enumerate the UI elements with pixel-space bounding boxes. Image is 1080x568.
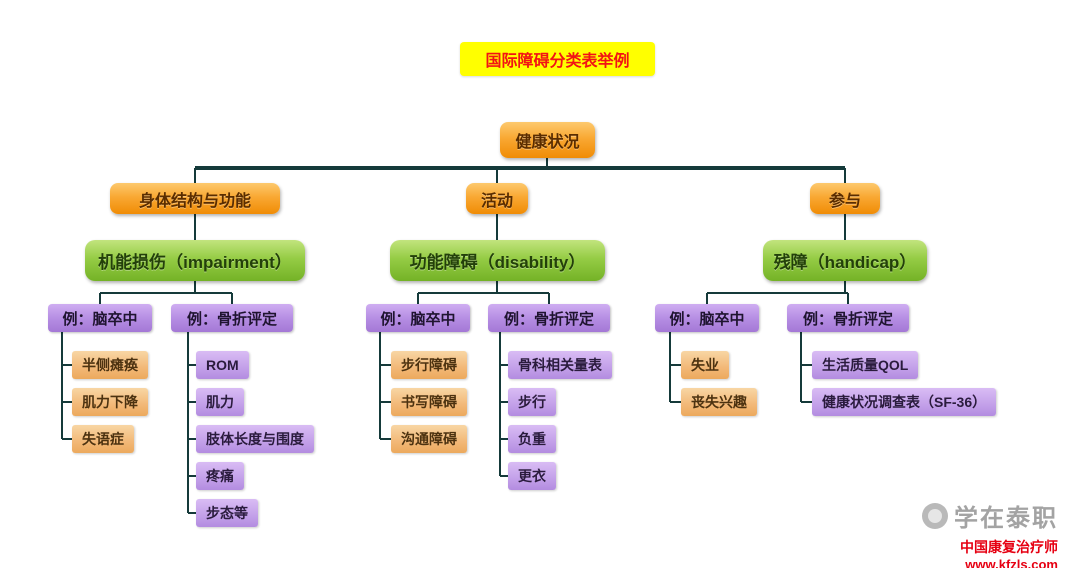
node-participation: 参与	[810, 183, 880, 214]
leaf-item: 疼痛	[196, 462, 244, 490]
node-disability: 功能障碍（disability）	[390, 240, 605, 281]
example-fracture-1: 例：骨折评定	[171, 304, 293, 332]
example-stroke-2: 例：脑卒中	[366, 304, 470, 332]
leaf-item: 丧失兴趣	[681, 388, 757, 416]
leaf-item: 肌力下降	[72, 388, 148, 416]
site-logo-icon	[922, 502, 948, 529]
leaf-item: 肢体长度与围度	[196, 425, 314, 453]
node-impairment: 机能损伤（impairment）	[85, 240, 305, 281]
leaf-item: 沟通障碍	[391, 425, 467, 453]
example-fracture-2: 例：骨折评定	[488, 304, 610, 332]
watermark-site-name: 学在泰职	[954, 505, 1058, 532]
leaf-item: 步态等	[196, 499, 258, 527]
leaf-item: 步行障碍	[391, 351, 467, 379]
leaf-item: 肌力	[196, 388, 244, 416]
leaf-item: 步行	[508, 388, 556, 416]
watermark-org: 中国康复治疗师	[960, 539, 1058, 555]
example-stroke-1: 例：脑卒中	[48, 304, 152, 332]
leaf-item: 骨科相关量表	[508, 351, 612, 379]
watermark-url: www.kfzls.com	[965, 557, 1058, 568]
leaf-item: 失业	[681, 351, 729, 379]
node-body-structure-function: 身体结构与功能	[110, 183, 280, 214]
leaf-item: 失语症	[72, 425, 134, 453]
example-stroke-3: 例：脑卒中	[655, 304, 759, 332]
node-activity: 活动	[466, 183, 528, 214]
leaf-item: ROM	[196, 351, 249, 379]
leaf-item: 书写障碍	[391, 388, 467, 416]
leaf-item: 半侧瘫痪	[72, 351, 148, 379]
example-fracture-3: 例：骨折评定	[787, 304, 909, 332]
leaf-item: 负重	[508, 425, 556, 453]
leaf-item: 健康状况调查表（SF-36）	[812, 388, 997, 416]
watermark: 学在泰职 中国康复治疗师 www.kfzls.com	[922, 498, 1058, 568]
node-health-condition: 健康状况	[500, 122, 595, 158]
node-handicap: 残障（handicap）	[763, 240, 927, 281]
leaf-item: 更衣	[508, 462, 556, 490]
leaf-item: 生活质量QOL	[812, 351, 919, 379]
chart-title: 国际障碍分类表举例	[460, 42, 655, 76]
